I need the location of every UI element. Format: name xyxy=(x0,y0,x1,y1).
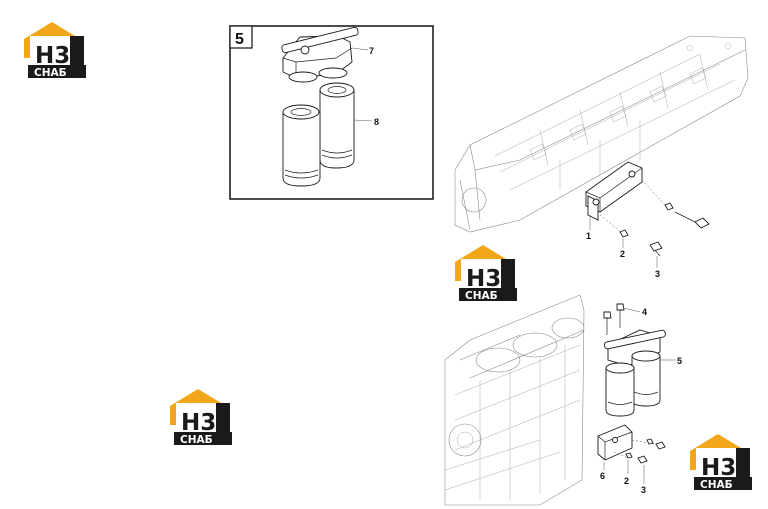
logo-letters: H3 xyxy=(701,455,736,481)
filter-head-detail xyxy=(281,26,359,83)
cylinder-head-ghost xyxy=(454,35,749,233)
logo-letters: H3 xyxy=(181,410,216,436)
callout-3-lower: 3 xyxy=(641,485,646,495)
detail-number: 5 xyxy=(235,31,244,48)
filter-pair-detail xyxy=(282,82,355,187)
callout-2-upper: 2 xyxy=(620,249,625,259)
filter-assembly-part-5 xyxy=(603,329,666,417)
bolts-part-4 xyxy=(603,303,625,335)
logo-middle: H3 СНАБ xyxy=(455,245,517,302)
logo-name: СНАБ xyxy=(465,290,498,302)
bracket-part-6 xyxy=(597,424,661,461)
callout-2-lower: 2 xyxy=(624,476,629,486)
callout-4: 4 xyxy=(642,307,647,317)
callout-1: 1 xyxy=(586,231,591,241)
callout-3-upper: 3 xyxy=(655,269,660,279)
logo-name: СНАБ xyxy=(180,434,213,446)
callout-5: 5 xyxy=(677,356,682,366)
logo-name: СНАБ xyxy=(700,479,733,491)
detail-box: 5 7 8 xyxy=(229,25,434,200)
logo-name: СНАБ xyxy=(34,67,67,79)
logo-bottom-right: H3 СНАБ xyxy=(690,434,752,491)
callout-8: 8 xyxy=(374,117,379,127)
bracket-part-1 xyxy=(585,161,666,234)
logo-letters: H3 xyxy=(466,266,501,292)
cylinder-block-ghost xyxy=(444,294,585,506)
logo-top-left: H3 СНАБ xyxy=(24,22,86,79)
callout-6: 6 xyxy=(600,471,605,481)
callout-7: 7 xyxy=(369,46,374,56)
washer-and-bolt-upper xyxy=(619,202,710,257)
washer-and-bolt-lower xyxy=(625,438,666,464)
logo-bottom-left: H3 СНАБ xyxy=(170,389,232,446)
logo-letters: H3 xyxy=(35,43,70,69)
